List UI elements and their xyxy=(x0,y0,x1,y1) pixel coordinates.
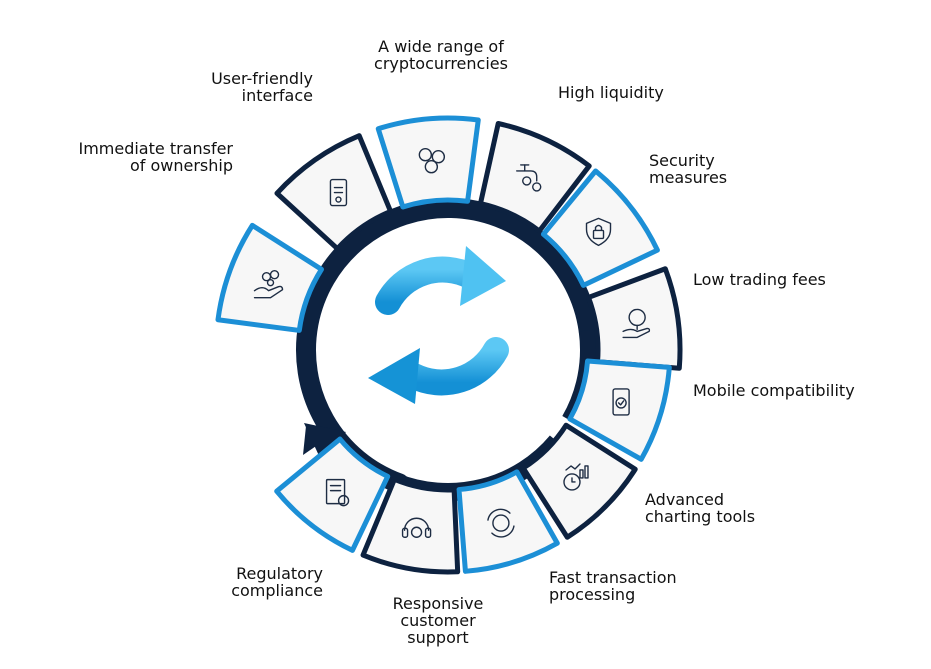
feature-tile-shape xyxy=(540,168,660,288)
feature-label-line: User-friendly xyxy=(211,69,313,88)
feature-label-line: Immediate transfer xyxy=(78,139,233,158)
feature-tile-shape xyxy=(375,115,481,210)
feature-label-line: interface xyxy=(241,86,313,105)
feature-label-line: of ownership xyxy=(129,156,233,175)
feature-tile-shape xyxy=(477,120,592,234)
feature-tile xyxy=(586,266,683,371)
feature-tile xyxy=(274,133,394,252)
feature-label-line: compliance xyxy=(231,581,323,600)
faucet-coin-icon xyxy=(516,164,542,192)
feature-tile xyxy=(274,436,391,553)
feature-tile-shape xyxy=(520,422,638,540)
feature-label-line: Regulatory xyxy=(236,564,323,583)
feature-tile xyxy=(375,115,481,210)
chart-clock-icon xyxy=(563,463,589,491)
phone-document-icon xyxy=(329,178,348,207)
feature-tile-shape xyxy=(586,266,683,371)
multiple-coins-icon xyxy=(418,148,446,174)
shield-lock-icon xyxy=(585,217,612,247)
feature-tile xyxy=(456,469,560,574)
feature-label-line: Mobile compatibility xyxy=(693,381,855,400)
feature-label-line: customer xyxy=(400,611,476,630)
feature-label-line: cryptocurrencies xyxy=(374,54,508,73)
feature-tile-shape xyxy=(567,358,672,462)
certificate-document-icon xyxy=(325,478,350,507)
feature-tile xyxy=(567,358,672,462)
ring-track-arc xyxy=(296,198,599,494)
feature-tile-shape xyxy=(274,133,394,252)
feature-tile xyxy=(215,222,324,333)
feature-label: Low trading fees xyxy=(693,271,826,288)
headset-dollar-icon xyxy=(401,517,432,538)
feature-tile-shape xyxy=(274,436,391,553)
feature-label: High liquidity xyxy=(558,84,664,101)
feature-label-line: support xyxy=(407,628,469,647)
hand-holding-coins-icon xyxy=(253,269,284,299)
feature-label-line: Responsive xyxy=(392,594,484,613)
feature-label-line: Low trading fees xyxy=(693,270,826,289)
feature-label-line: measures xyxy=(649,168,728,187)
feature-label-line: processing xyxy=(549,585,636,604)
feature-label-line: charting tools xyxy=(645,507,756,526)
coin-hand-down-icon xyxy=(622,308,651,339)
feature-tiles xyxy=(215,115,683,575)
feature-label-line: Fast transaction xyxy=(549,568,677,587)
feature-tile xyxy=(540,168,660,288)
dollar-cycle-icon xyxy=(487,508,515,538)
refresh-sync-icon xyxy=(368,246,509,404)
cycle-arrow-head xyxy=(304,423,346,458)
feature-label-line: A wide range of xyxy=(378,37,504,56)
feature-tile-shape xyxy=(360,476,461,575)
feature-label-line: Security xyxy=(649,151,715,170)
feature-tile xyxy=(520,422,638,540)
mobile-check-icon xyxy=(612,388,630,416)
feature-tile xyxy=(360,476,461,575)
feature-label-line: High liquidity xyxy=(558,83,664,102)
feature-tile xyxy=(477,120,592,234)
feature-label-line: Advanced xyxy=(645,490,725,509)
feature-label: Mobile compatibility xyxy=(693,382,855,399)
